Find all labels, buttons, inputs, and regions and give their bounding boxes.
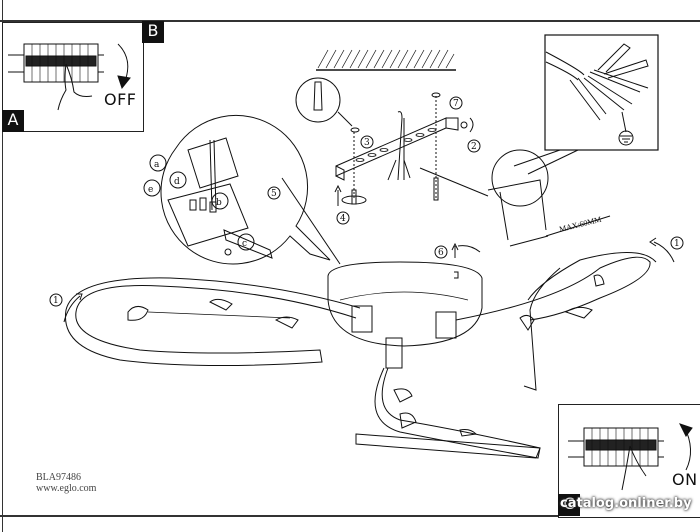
- step-marker-1-right: 1: [649, 236, 684, 263]
- panel-tag-a: A: [2, 110, 24, 132]
- lamp-arm-right: [435, 252, 657, 391]
- wall-plug-detail: [295, 77, 360, 133]
- page-top-border: [0, 20, 700, 22]
- ceiling-hatch: [316, 49, 456, 71]
- svg-text:1: 1: [53, 296, 59, 306]
- terminal-label-c: c: [242, 239, 247, 249]
- step-marker-2: 2: [467, 139, 481, 153]
- model-info: BLA97486 www.eglo.com: [36, 472, 96, 494]
- svg-text:2: 2: [471, 142, 477, 152]
- svg-text:7: 7: [453, 99, 459, 109]
- model-code: BLA97486: [36, 472, 81, 483]
- off-label: OFF: [104, 90, 137, 109]
- page-left-border: [2, 0, 3, 532]
- terminal-block-detail: a b c d e: [143, 114, 331, 265]
- step-marker-3: 3: [360, 135, 374, 149]
- lamp-arm-left: [64, 277, 373, 367]
- step-marker-7: 7: [449, 96, 463, 110]
- step-marker-5: 5: [267, 186, 281, 200]
- svg-text:4: 4: [340, 214, 346, 224]
- step-marker-4: 4: [336, 211, 350, 225]
- step-marker-6: 6: [434, 245, 448, 259]
- leader-line: [419, 167, 489, 197]
- website: www.eglo.com: [36, 483, 97, 494]
- circuit-breaker-off-icon: [8, 43, 131, 111]
- terminal-label-b: b: [216, 198, 222, 208]
- svg-text:6: 6: [438, 248, 444, 258]
- circuit-breaker-on-icon: [568, 423, 693, 491]
- ceiling-canopy: [327, 242, 483, 347]
- svg-text:5: 5: [271, 189, 277, 199]
- dimension-label: MAX:60MM: [558, 215, 602, 234]
- lamp-arm-front: [355, 337, 541, 459]
- on-label: ON: [672, 470, 698, 489]
- leader-line: [281, 177, 341, 265]
- page-bottom-border: [0, 515, 700, 517]
- terminal-label-d: d: [174, 177, 180, 187]
- terminal-label-a: a: [154, 160, 160, 170]
- mounting-bracket: [334, 92, 474, 206]
- watermark: catalog.onliner.by: [560, 496, 692, 511]
- ground-symbol-icon: [618, 130, 634, 146]
- step-marker-1-left: 1: [49, 293, 83, 323]
- power-on-panel: [558, 404, 700, 518]
- svg-text:1: 1: [674, 239, 680, 249]
- svg-text:3: 3: [364, 138, 370, 148]
- panel-tag-b: B: [142, 21, 164, 43]
- terminal-label-e: e: [148, 185, 153, 195]
- panel-tag-c: C: [558, 494, 580, 516]
- wire-stripping-detail: MAX:60MM: [487, 34, 659, 247]
